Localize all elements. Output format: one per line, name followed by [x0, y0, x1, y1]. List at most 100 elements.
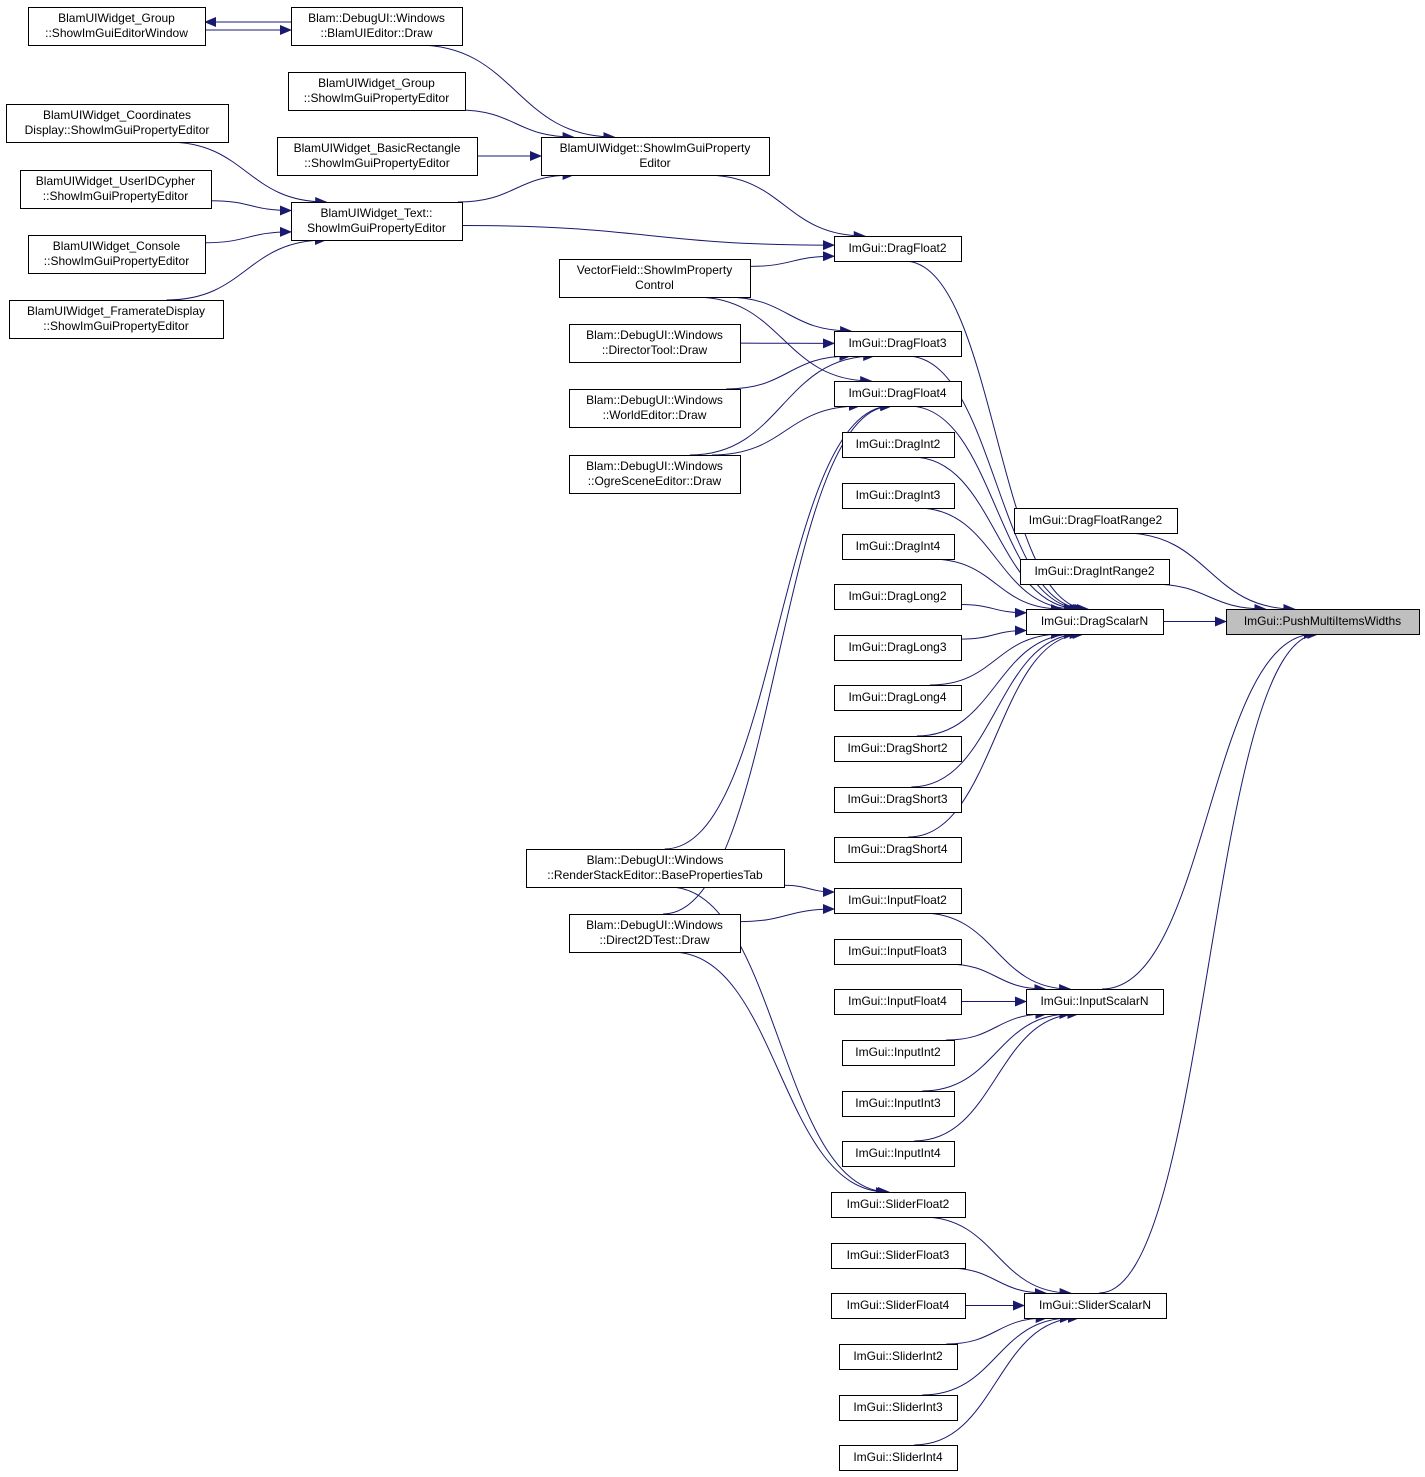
node-sliderfloat3[interactable]: ImGui::SliderFloat3	[831, 1243, 966, 1269]
node-box	[834, 939, 962, 965]
node-console-showimguipropertyeditor[interactable]: BlamUIWidget_Console::ShowImGuiPropertyE…	[28, 235, 206, 274]
node-label-line: ImGui::SliderScalarN	[1039, 1298, 1151, 1312]
node-useridcypher-showimguipropertyeditor[interactable]: BlamUIWidget_UserIDCypher::ShowImGuiProp…	[20, 170, 212, 209]
edge-console-showimguipropertyeditor-to-text-showimguipropertyeditor	[204, 226, 292, 244]
node-label-line: ImGui::SliderFloat3	[847, 1248, 950, 1262]
node-dragfloat4[interactable]: ImGui::DragFloat4	[834, 381, 962, 407]
node-label-line: ImGui::DragShort3	[847, 792, 947, 806]
node-label-line: ::ShowImGuiPropertyEditor	[44, 254, 189, 268]
node-label-line: ShowImGuiPropertyEditor	[307, 221, 446, 235]
node-inputint2[interactable]: ImGui::InputInt2	[842, 1040, 955, 1066]
node-box	[842, 1091, 955, 1117]
edge-renderstackeditor-basepropertiestab-to-inputfloat2	[783, 884, 835, 897]
node-box	[291, 202, 463, 241]
node-draglong4[interactable]: ImGui::DragLong4	[834, 685, 962, 711]
node-dragfloatrange2[interactable]: ImGui::DragFloatRange2	[1014, 508, 1178, 534]
node-dragscalarn[interactable]: ImGui::DragScalarN	[1026, 609, 1164, 635]
node-widget-showimguipropertyeditor[interactable]: BlamUIWidget::ShowImGuiPropertyEditor	[541, 137, 770, 176]
node-dragshort4[interactable]: ImGui::DragShort4	[834, 837, 962, 863]
node-label-line: Control	[635, 278, 674, 292]
node-label-line: BlamUIWidget::ShowImGuiProperty	[560, 141, 751, 155]
node-inputfloat3[interactable]: ImGui::InputFloat3	[834, 939, 962, 965]
node-label-line: ImGui::InputInt4	[855, 1146, 941, 1160]
node-pushmultiitemswidths[interactable]: ImGui::PushMultiItemsWidths	[1226, 609, 1420, 635]
node-label-line: Blam::DebugUI::Windows	[586, 328, 723, 342]
node-dragint4[interactable]: ImGui::DragInt4	[842, 534, 955, 560]
node-inputfloat4[interactable]: ImGui::InputFloat4	[834, 989, 962, 1015]
node-box	[541, 137, 770, 176]
node-box	[9, 300, 224, 339]
node-box	[291, 7, 463, 46]
edge-inputint4-to-inputscalarn	[914, 1009, 1080, 1142]
node-label-line: ImGui::DragIntRange2	[1034, 564, 1154, 578]
node-worldeditor-draw[interactable]: Blam::DebugUI::Windows::WorldEditor::Dra…	[569, 389, 741, 428]
edge-vectorfield-showimpropertycontrol-to-dragfloat2	[749, 251, 835, 267]
node-layer: BlamUIWidget_Group::ShowImGuiEditorWindo…	[6, 7, 1420, 1471]
node-label-line: BlamUIWidget_Group	[58, 11, 175, 25]
node-group-showimguipropertyeditor[interactable]: BlamUIWidget_Group::ShowImGuiPropertyEdi…	[288, 72, 466, 111]
node-direct2dtest-draw[interactable]: Blam::DebugUI::Windows::Direct2DTest::Dr…	[569, 914, 741, 953]
node-sliderscalarn[interactable]: ImGui::SliderScalarN	[1024, 1293, 1167, 1319]
node-label-line: BlamUIWidget_BasicRectangle	[294, 141, 461, 155]
edge-draglong2-to-dragscalarn	[960, 604, 1027, 618]
node-dragintrange2[interactable]: ImGui::DragIntRange2	[1020, 559, 1170, 585]
node-label-line: ImGui::DragFloat2	[848, 241, 946, 255]
node-sliderint2[interactable]: ImGui::SliderInt2	[839, 1344, 958, 1370]
node-coordinates-showimguipropertyeditor[interactable]: BlamUIWidget_CoordinatesDisplay::ShowImG…	[6, 104, 229, 143]
node-box	[834, 331, 962, 357]
node-directortool-draw[interactable]: Blam::DebugUI::Windows::DirectorTool::Dr…	[569, 324, 741, 363]
node-box	[834, 837, 962, 863]
node-box	[834, 787, 962, 813]
edge-inputscalarn-to-pushmultiitemswidths	[1101, 629, 1316, 990]
node-label-line: ImGui::DragScalarN	[1041, 614, 1148, 628]
node-label-line: ImGui::DragShort2	[847, 741, 947, 755]
node-label-line: ImGui::DragFloat4	[848, 386, 946, 400]
edge-layer	[166, 17, 1320, 1446]
node-box	[1014, 508, 1178, 534]
edge-frameratedisplay-showimguipropertyeditor-to-text-showimguipropertyeditor	[166, 235, 327, 301]
node-label-line: ImGui::SliderInt2	[853, 1349, 943, 1363]
node-box	[569, 914, 741, 953]
node-dragfloat3[interactable]: ImGui::DragFloat3	[834, 331, 962, 357]
node-inputscalarn[interactable]: ImGui::InputScalarN	[1026, 989, 1164, 1015]
node-ogresceneeditor-draw[interactable]: Blam::DebugUI::Windows::OgreSceneEditor:…	[569, 455, 741, 494]
node-group-showimguieditorwindow[interactable]: BlamUIWidget_Group::ShowImGuiEditorWindo…	[28, 7, 206, 46]
edge-text-showimguipropertyeditor-to-dragfloat2	[461, 225, 835, 251]
edge-dragint3-to-dragscalarn	[917, 507, 1077, 614]
node-draglong2[interactable]: ImGui::DragLong2	[834, 584, 962, 610]
node-dragint2[interactable]: ImGui::DragInt2	[842, 432, 955, 458]
node-inputint4[interactable]: ImGui::InputInt4	[842, 1141, 955, 1167]
edge-coordinates-showimguipropertyeditor-to-text-showimguipropertyeditor	[167, 141, 328, 207]
node-inputint3[interactable]: ImGui::InputInt3	[842, 1091, 955, 1117]
node-sliderint4[interactable]: ImGui::SliderInt4	[839, 1445, 958, 1471]
node-dragfloat2[interactable]: ImGui::DragFloat2	[834, 236, 962, 262]
node-dragshort2[interactable]: ImGui::DragShort2	[834, 736, 962, 762]
node-label-line: ::RenderStackEditor::BasePropertiesTab	[547, 868, 763, 882]
edge-vectorfield-showimpropertycontrol-to-dragfloat3	[724, 296, 853, 336]
node-dragshort3[interactable]: ImGui::DragShort3	[834, 787, 962, 813]
node-inputfloat2[interactable]: ImGui::InputFloat2	[834, 888, 962, 914]
node-sliderint3[interactable]: ImGui::SliderInt3	[839, 1395, 958, 1421]
node-box	[1026, 989, 1164, 1015]
node-sliderfloat4[interactable]: ImGui::SliderFloat4	[831, 1293, 966, 1319]
node-label-line: ImGui::DragInt3	[856, 488, 941, 502]
node-basicrectangle-showimguipropertyeditor[interactable]: BlamUIWidget_BasicRectangle::ShowImGuiPr…	[277, 137, 478, 176]
node-label-line: ::WorldEditor::Draw	[603, 408, 707, 422]
node-text-showimguipropertyeditor[interactable]: BlamUIWidget_Text::ShowImGuiPropertyEdit…	[291, 202, 463, 241]
node-label-line: BlamUIWidget_Console	[53, 239, 181, 253]
edge-renderstackeditor-basepropertiestab-to-dragfloat4	[664, 401, 893, 850]
node-frameratedisplay-showimguipropertyeditor[interactable]: BlamUIWidget_FramerateDisplay::ShowImGui…	[9, 300, 224, 339]
node-sliderfloat2[interactable]: ImGui::SliderFloat2	[831, 1192, 966, 1218]
node-renderstackeditor-basepropertiestab[interactable]: Blam::DebugUI::Windows::RenderStackEdito…	[526, 849, 785, 888]
node-label-line: ::ShowImGuiPropertyEditor	[304, 91, 449, 105]
node-label-line: ImGui::DragLong3	[848, 640, 946, 654]
node-dragint3[interactable]: ImGui::DragInt3	[842, 483, 955, 509]
edge-worldeditor-draw-to-dragfloat3	[726, 351, 852, 390]
node-draglong3[interactable]: ImGui::DragLong3	[834, 635, 962, 661]
node-label-line: ::ShowImGuiPropertyEditor	[43, 189, 188, 203]
node-blamuieditor-draw[interactable]: Blam::DebugUI::Windows::BlamUIEditor::Dr…	[291, 7, 463, 46]
node-box	[834, 736, 962, 762]
edge-dragint4-to-dragscalarn	[930, 558, 1063, 614]
